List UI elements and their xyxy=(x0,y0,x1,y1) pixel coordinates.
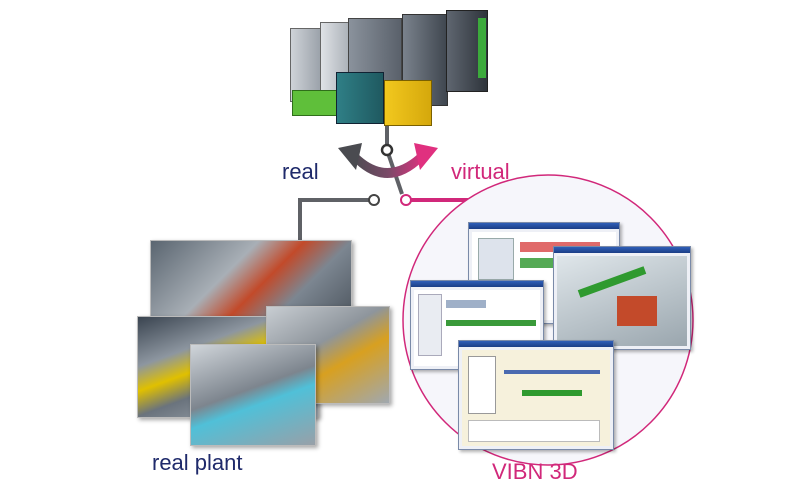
plc-led-strip xyxy=(478,18,486,78)
real-connection-line xyxy=(298,198,372,258)
real-plant-photo-4 xyxy=(190,344,316,446)
vibn-label: VIBN 3D xyxy=(492,459,578,484)
virtual-contact-point xyxy=(400,194,412,206)
arrow-head-right xyxy=(414,143,438,170)
real-label: real xyxy=(282,159,319,184)
virtual-label: virtual xyxy=(451,159,510,184)
real-plant-label: real plant xyxy=(152,450,243,475)
plc-io-module xyxy=(336,72,384,124)
software-window-2 xyxy=(553,246,691,350)
switch-arrow-icon xyxy=(352,154,424,178)
plc-terminal-green xyxy=(292,90,340,116)
arrow-head-left xyxy=(338,143,362,170)
real-contact-point xyxy=(368,194,380,206)
plc-safety-module xyxy=(384,80,432,126)
switch-pivot xyxy=(380,143,394,157)
software-window-4 xyxy=(458,340,614,450)
plc-hardware-cluster xyxy=(288,10,488,126)
